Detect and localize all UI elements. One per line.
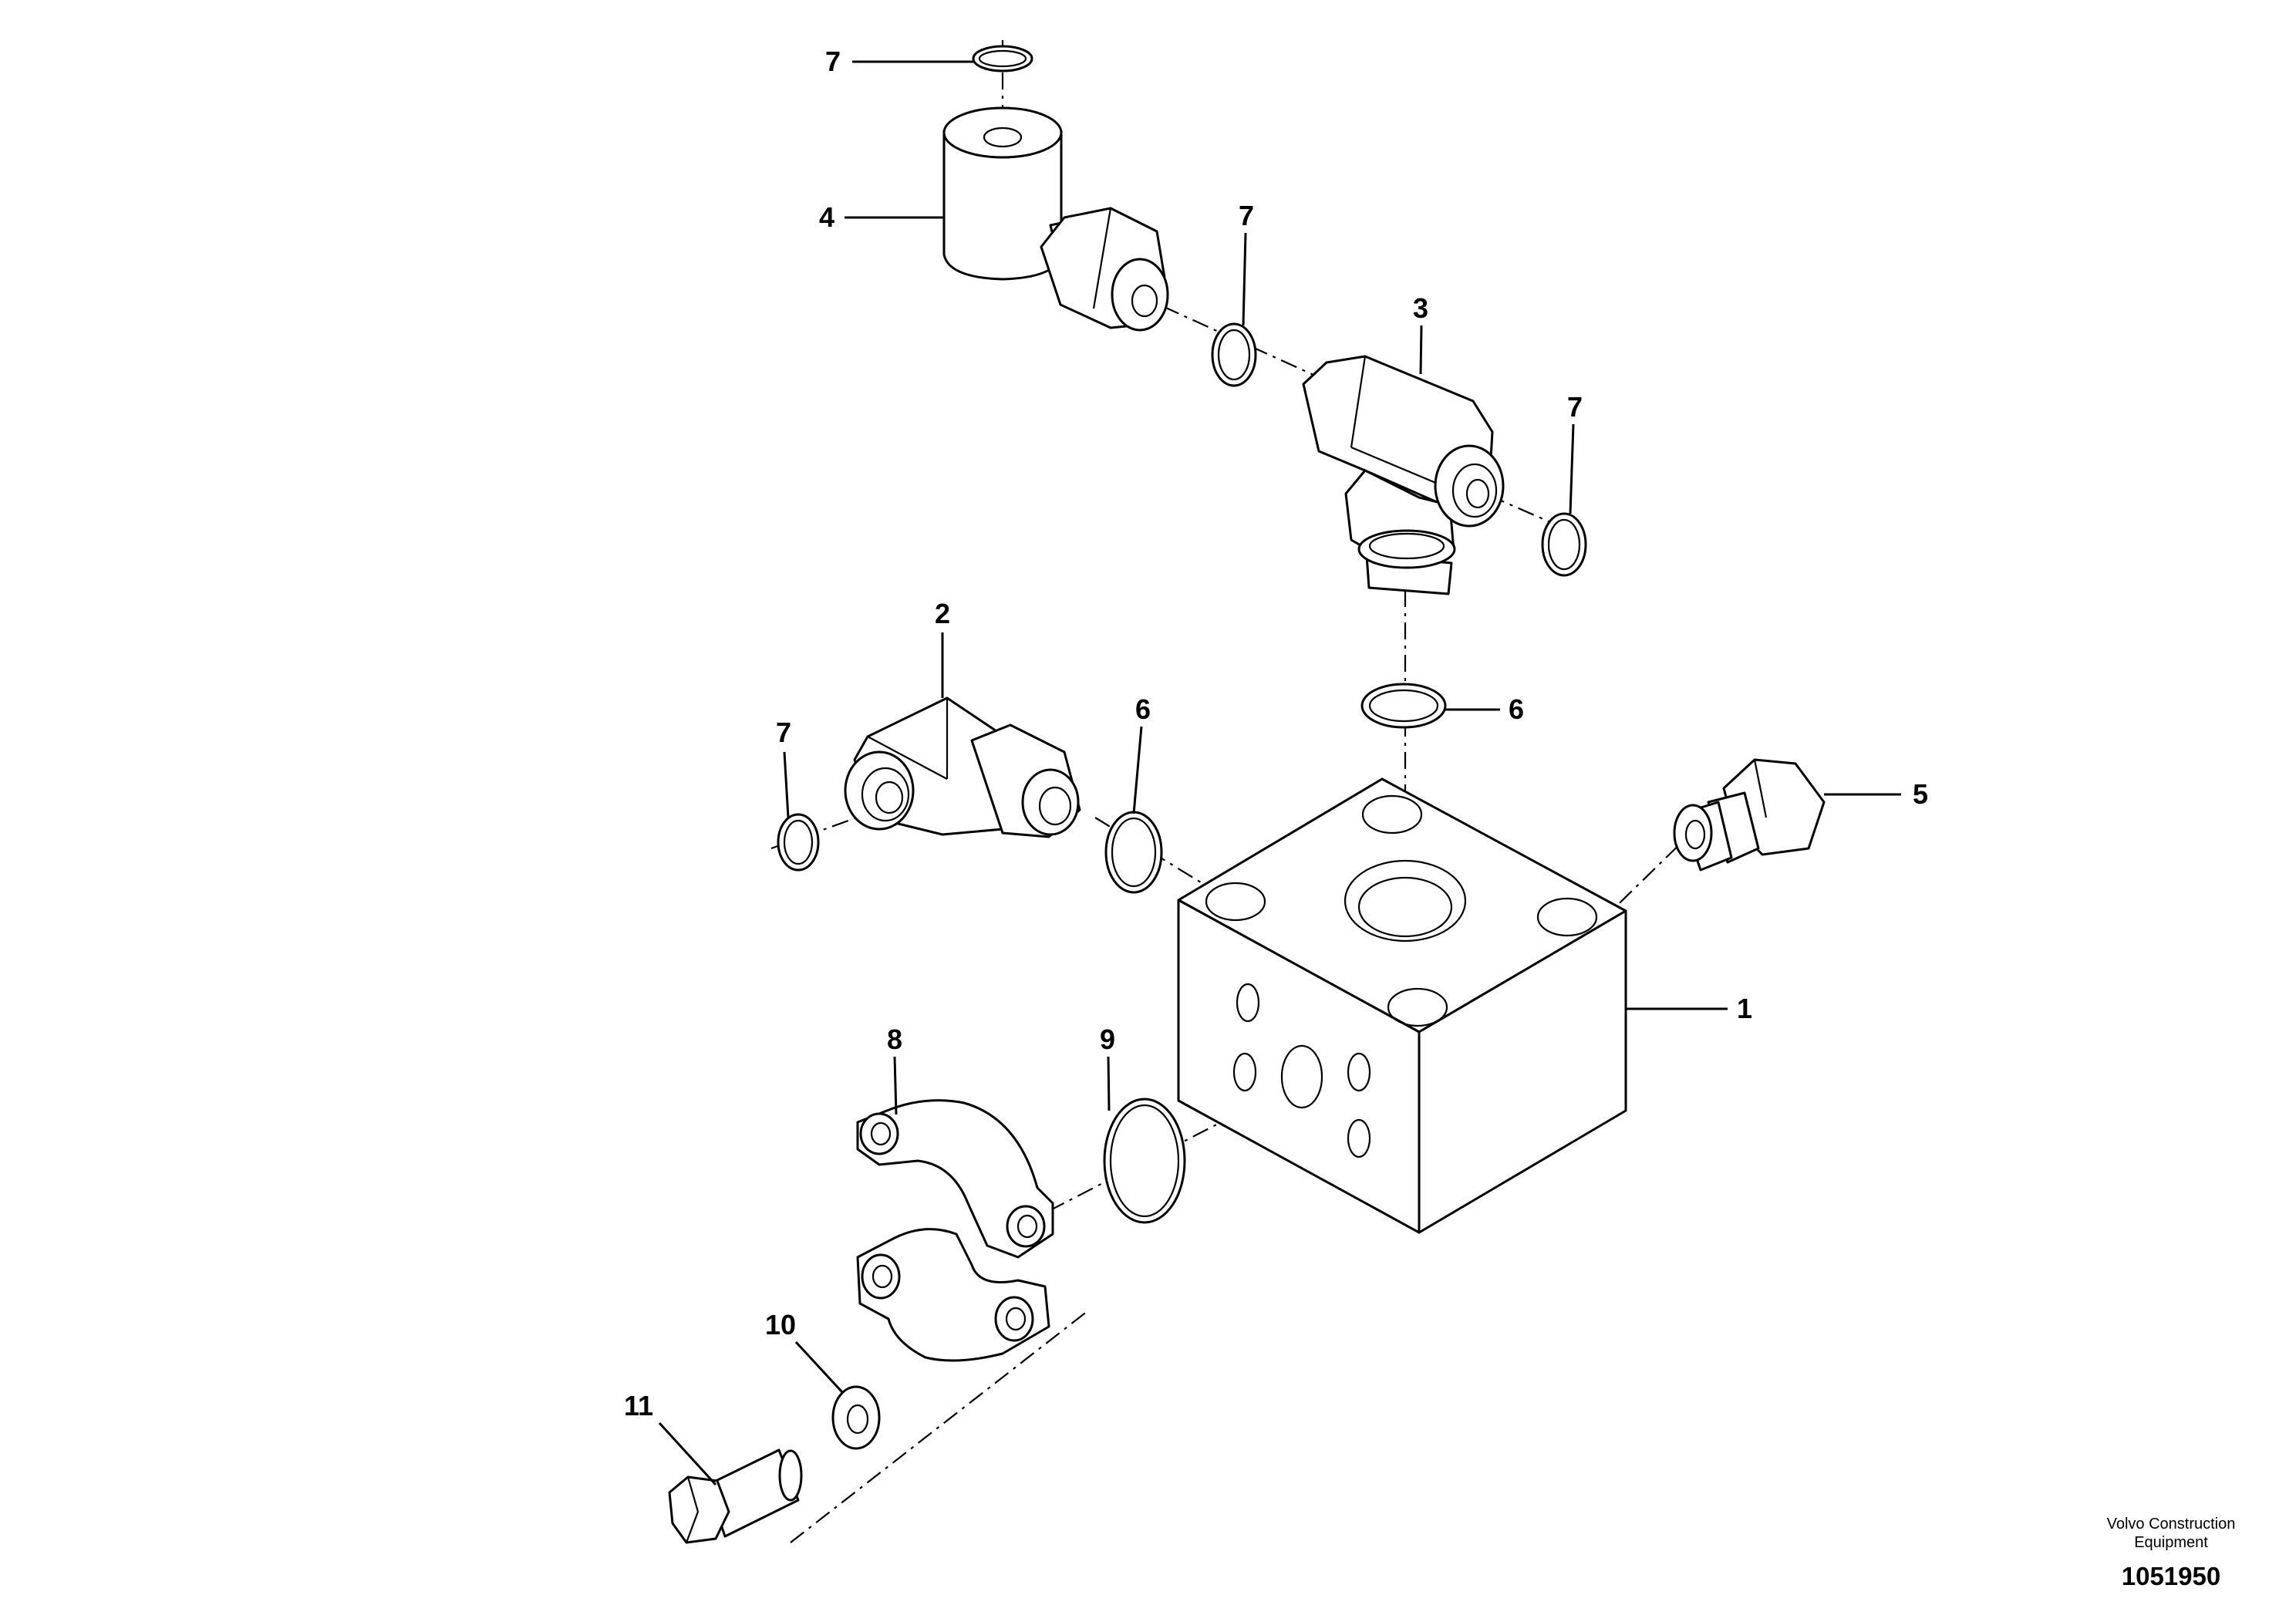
callout-11: 11 xyxy=(624,1390,653,1421)
swivel-elbow xyxy=(942,106,1169,332)
callout-10: 10 xyxy=(765,1309,796,1340)
callout-8: 8 xyxy=(887,1023,902,1055)
callout-6-left: 6 xyxy=(1135,693,1151,725)
callout-4: 4 xyxy=(819,201,834,233)
callout-2: 2 xyxy=(935,598,950,629)
callout-7-right: 7 xyxy=(1567,391,1583,423)
o-ring-9 xyxy=(1103,1098,1186,1224)
company-name-line2: Equipment xyxy=(2134,1534,2208,1551)
callout-9: 9 xyxy=(1100,1023,1115,1055)
callout-7-left: 7 xyxy=(776,717,791,748)
callout-7-mid: 7 xyxy=(1239,200,1254,231)
callout-1: 1 xyxy=(1737,993,1752,1024)
company-name-line1: Volvo Construction xyxy=(2107,1516,2236,1533)
manifold-block xyxy=(1177,777,1627,1234)
o-ring-6-left xyxy=(1104,811,1163,894)
o-ring-7-top xyxy=(972,45,1033,73)
callout-numbers: 7 4 7 3 7 2 7 6 6 5 1 8 9 10 11 xyxy=(624,46,1928,1421)
straight-connector xyxy=(1673,758,1826,872)
hex-bolt xyxy=(668,1448,803,1544)
document-number: 1051950 xyxy=(2122,1562,2220,1590)
leader-lines xyxy=(658,60,1901,1486)
callout-3: 3 xyxy=(1413,292,1428,324)
footer-block: Volvo Construction Equipment 1051950 xyxy=(2107,1516,2236,1590)
callout-6-top: 6 xyxy=(1509,693,1524,725)
split-flange-halves xyxy=(856,1099,1054,1362)
o-ring-7-mid xyxy=(1211,322,1257,387)
o-rings xyxy=(777,45,1587,1224)
o-ring-7-right xyxy=(1541,512,1587,577)
tee-fitting xyxy=(1302,355,1505,595)
washer xyxy=(831,1385,881,1450)
callout-7-top: 7 xyxy=(825,46,841,77)
callout-5: 5 xyxy=(1913,778,1928,810)
elbow-fitting xyxy=(844,696,1081,838)
o-ring-6-top xyxy=(1360,683,1447,729)
